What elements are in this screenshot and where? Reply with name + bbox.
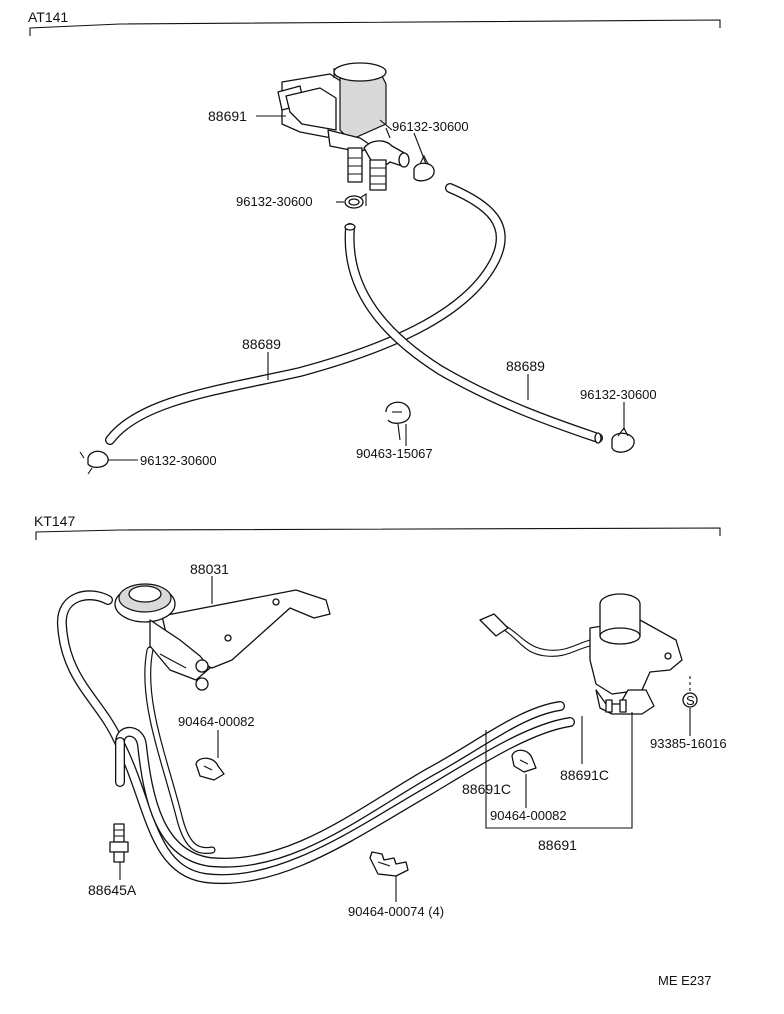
- kt-vsv: [479, 593, 683, 715]
- kt-hose-to-actuator: [144, 646, 216, 855]
- kt-hose-upper: [115, 701, 565, 868]
- at-clip-right: [413, 154, 435, 182]
- section-bracket-kt147: [35, 527, 721, 540]
- label-at-hose-right: 88689: [506, 358, 545, 374]
- kt-clamp-mid: [511, 749, 537, 773]
- section-header-at141: AT141: [28, 9, 721, 36]
- section-bracket-at141: [29, 19, 721, 36]
- at-clip-left: [344, 192, 367, 209]
- label-at-clamp: 90463-15067: [356, 446, 433, 461]
- label-kt-fitting: 88645A: [88, 882, 137, 898]
- label-at-valve: 88691: [208, 108, 247, 124]
- label-at-clip-right: 96132-30600: [392, 119, 469, 134]
- at-clip-bottom-right: [611, 426, 635, 453]
- label-at-hose-left: 88689: [242, 336, 281, 352]
- label-kt-actuator: 88031: [190, 561, 229, 577]
- label-kt-clamp-bottom: 90464-00074 (4): [348, 904, 444, 919]
- kt-leaders: [119, 576, 633, 902]
- diagram-code: ME E237: [658, 973, 711, 988]
- at-clip-bottom-left: [79, 450, 109, 475]
- kt-clamp-upper: [195, 757, 225, 781]
- label-kt-clamp-upper: 90464-00082: [178, 714, 255, 729]
- label-at-clip-bottom-left: 96132-30600: [140, 453, 217, 468]
- at-hose-left: [105, 183, 506, 445]
- label-kt-hose-right: 88691C: [560, 767, 609, 783]
- kt-clamp-bottom: [369, 851, 409, 877]
- section-title-kt147: KT147: [34, 513, 75, 529]
- section-title-at141: AT141: [28, 9, 68, 25]
- kt-actuator: [114, 583, 331, 691]
- label-kt-assy: 88691: [538, 837, 577, 853]
- kt-screw: S: [682, 676, 698, 736]
- label-kt-hose-left: 88691C: [462, 781, 511, 797]
- label-kt-clamp-mid: 90464-00082: [490, 808, 567, 823]
- at-hose-right: [344, 223, 603, 444]
- at-leaders: [108, 115, 625, 461]
- kt-screw-mark: S: [686, 693, 695, 708]
- kt-hose-loop: [56, 590, 575, 885]
- at-vsv-valve: [277, 62, 410, 191]
- label-at-clip-left: 96132-30600: [236, 194, 313, 209]
- label-kt-screw: 93385-16016: [650, 736, 727, 751]
- at-clamp: [385, 401, 411, 441]
- kt-fitting: [109, 823, 129, 863]
- label-at-clip-bottom-right: 96132-30600: [580, 387, 657, 402]
- section-header-kt147: KT147: [34, 513, 721, 540]
